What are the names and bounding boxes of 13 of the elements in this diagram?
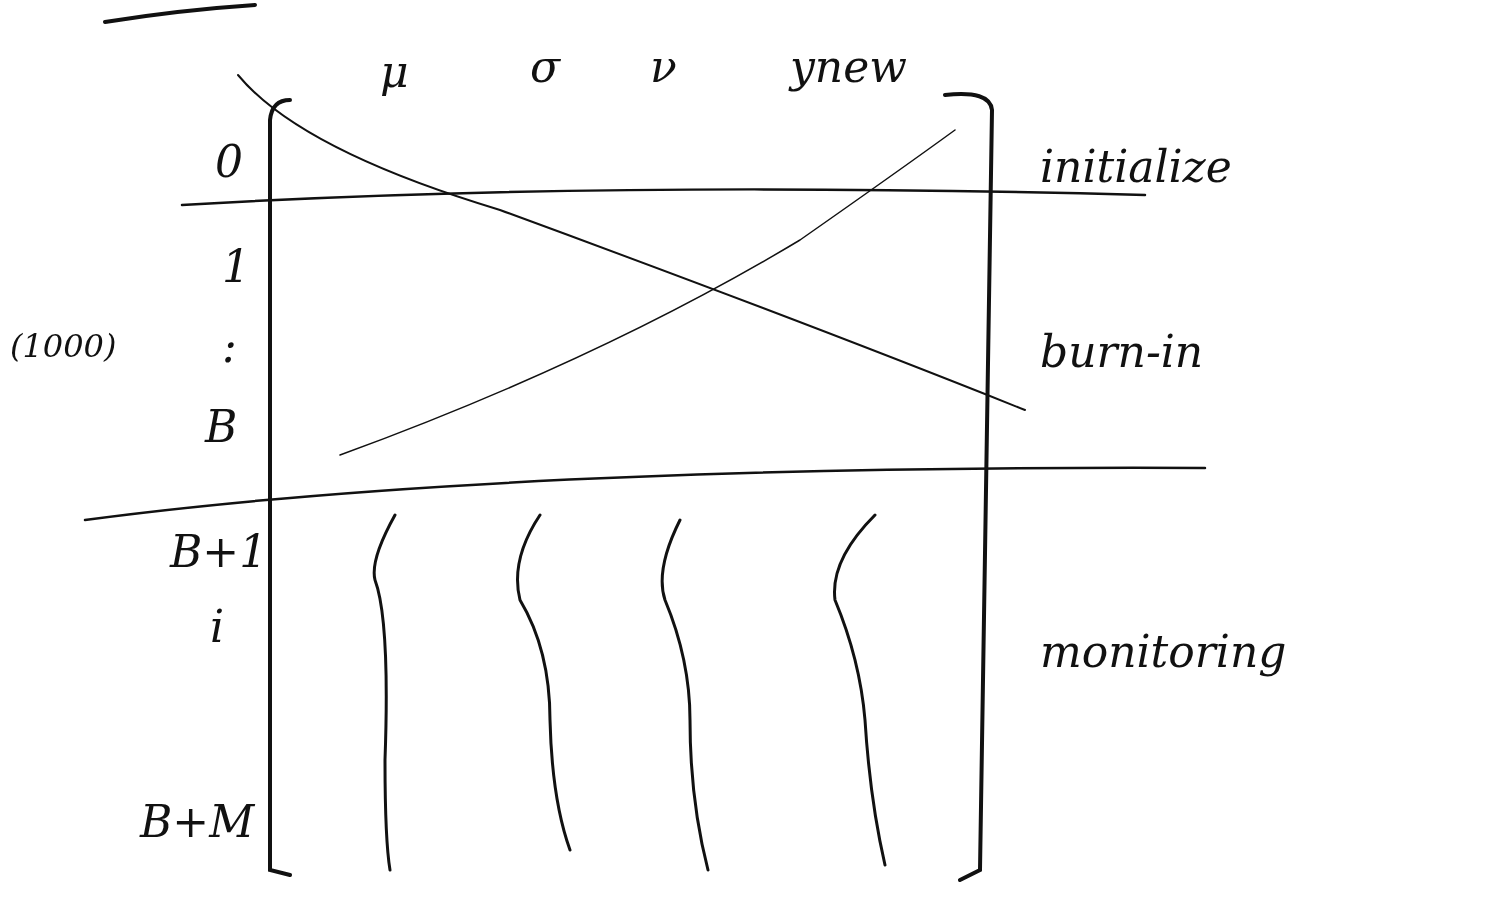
row-label: B+1 [170, 530, 268, 574]
row-label: 0 [215, 140, 243, 184]
row-label: i [210, 605, 225, 649]
phase-label: burn-in [1040, 330, 1204, 374]
row-label: 1 [222, 245, 250, 289]
column-header: σ [530, 45, 561, 89]
column-header: μ [380, 50, 409, 94]
phase-label: initialize [1040, 145, 1232, 189]
row-label: : [222, 325, 237, 369]
row-label: B+M [140, 800, 255, 844]
column-header: ν [650, 45, 677, 89]
row-label: B [205, 405, 238, 449]
note: (1000) [10, 330, 117, 362]
